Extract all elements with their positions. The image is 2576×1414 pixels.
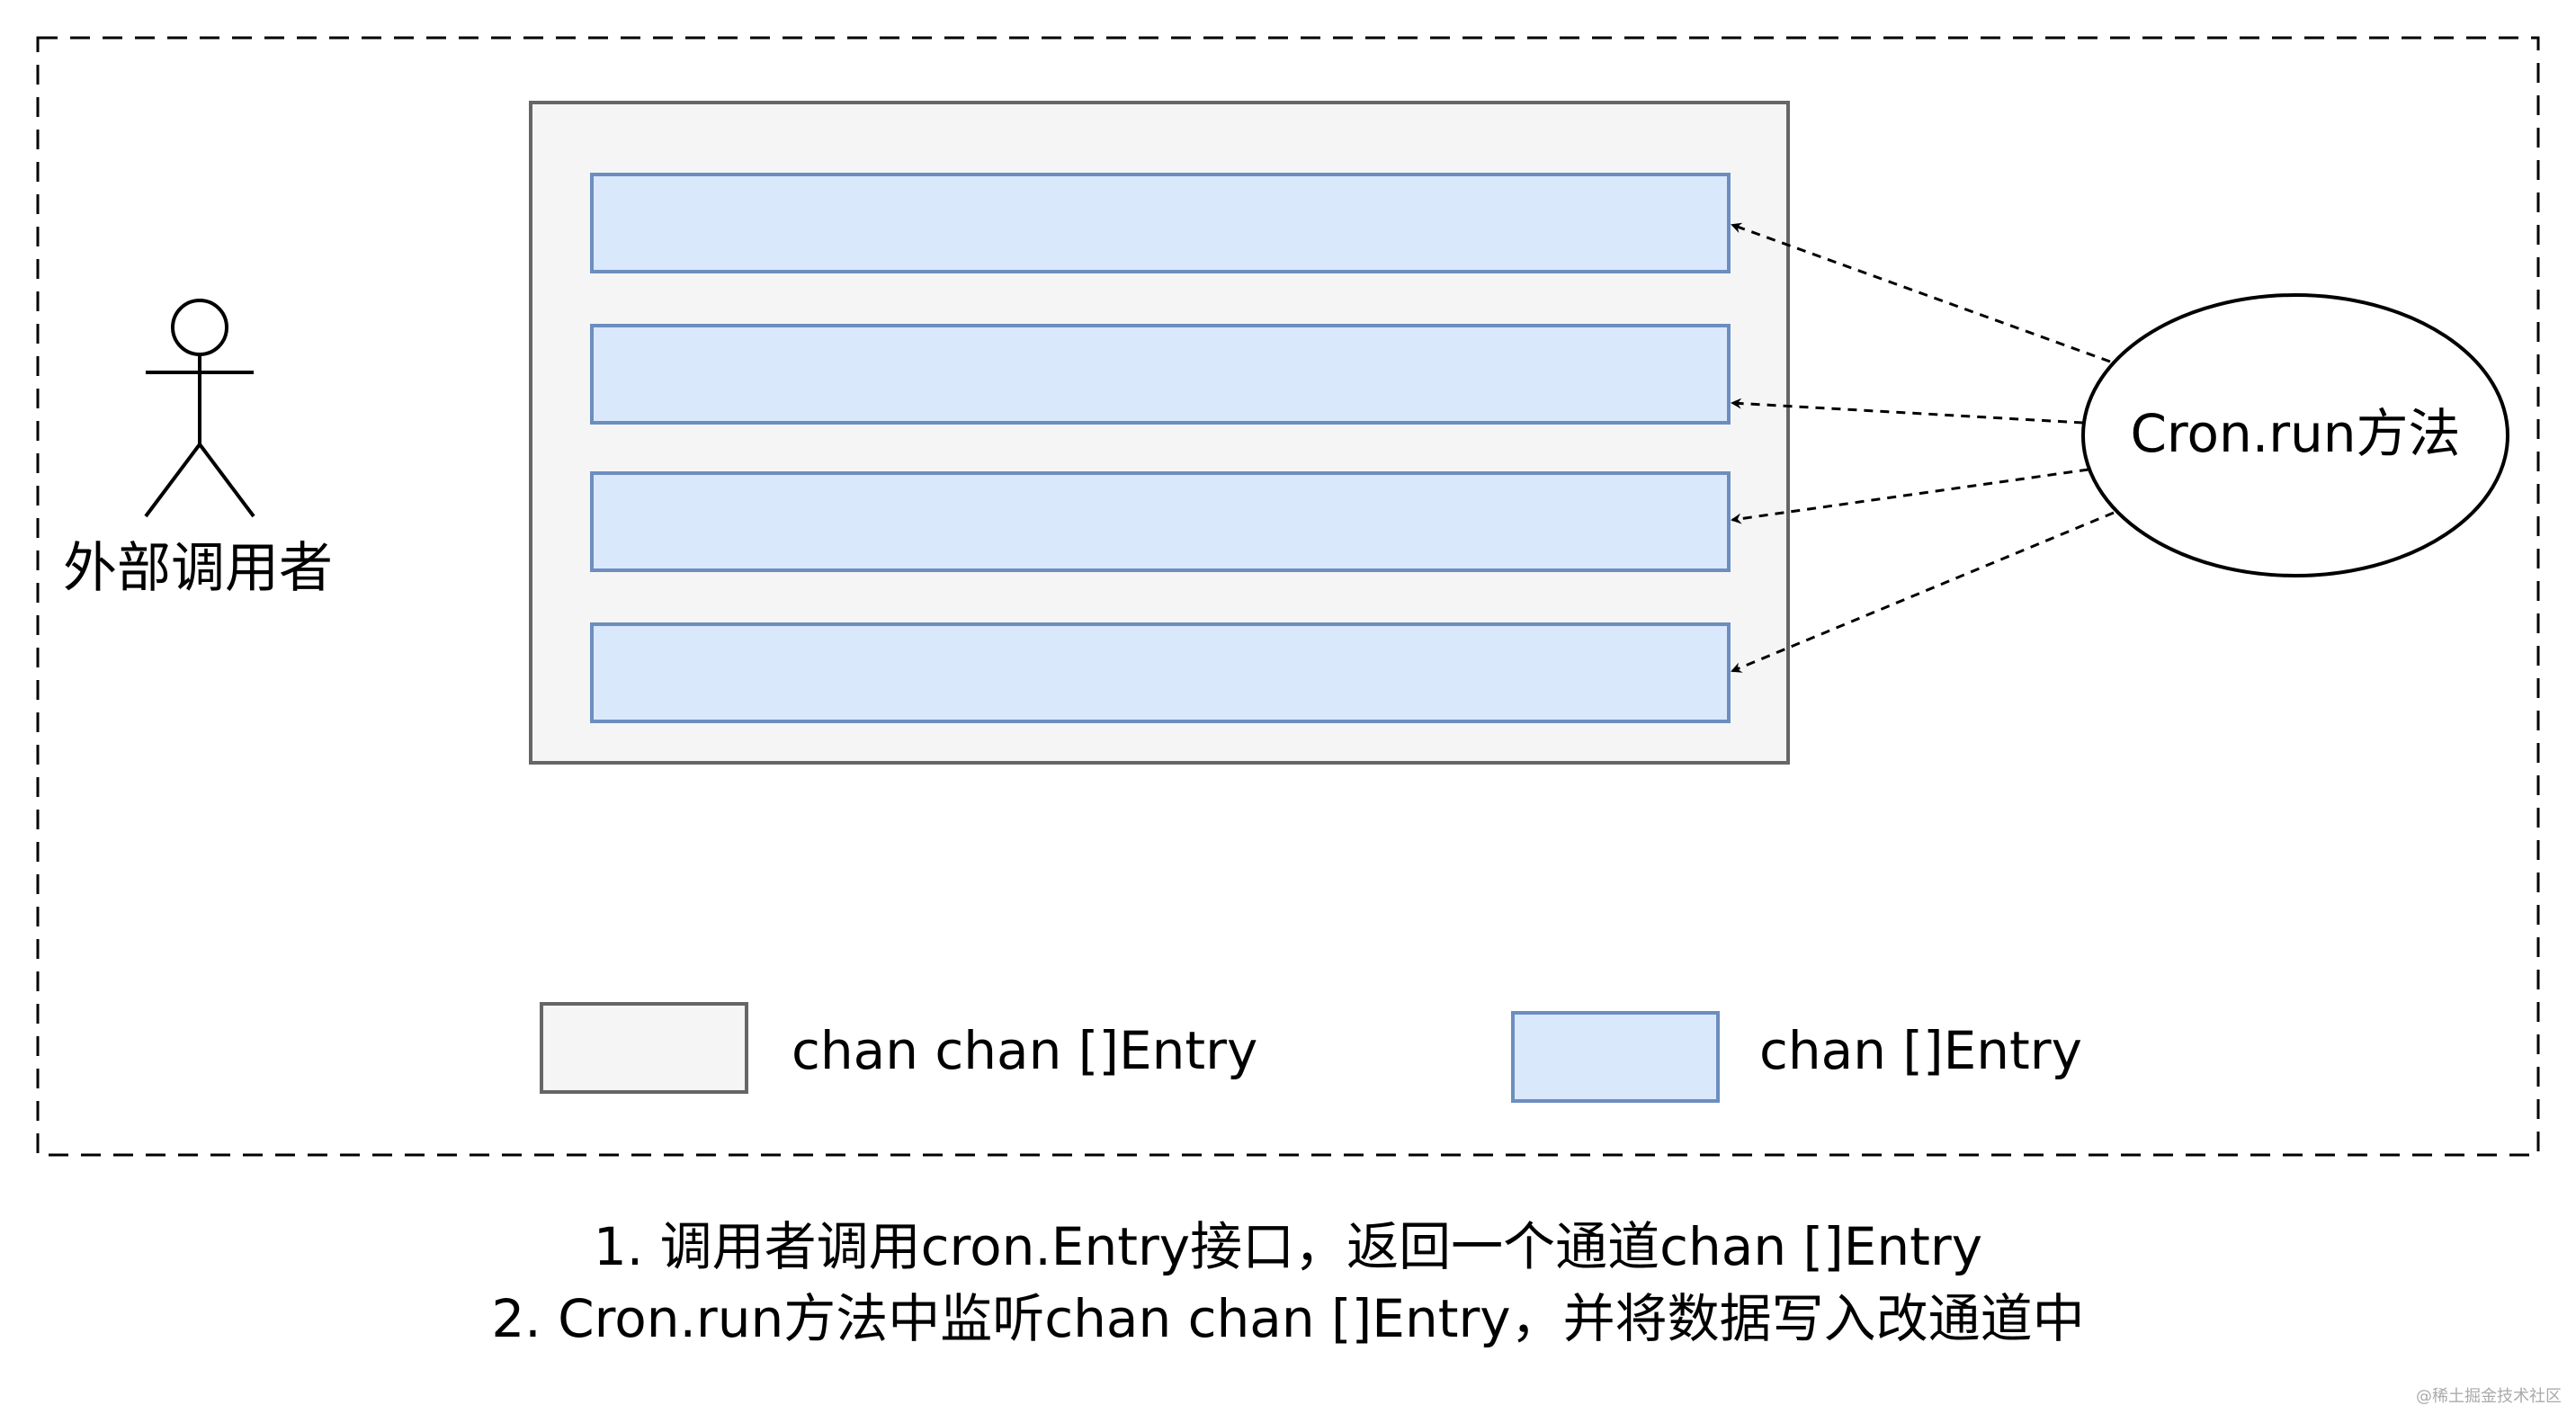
arrow-to-inner-channel-2	[1731, 398, 2084, 425]
watermark-text: @稀土掘金技术社区	[2416, 1387, 2562, 1406]
inner-channel-2	[590, 324, 1731, 425]
cron-run-method-label: Cron.run方法	[2130, 403, 2460, 464]
note-line-1: 1. 调用者调用cron.Entry接口，返回一个通道chan []Entry	[593, 1216, 1983, 1277]
actor-leg-right	[198, 443, 255, 518]
cron-run-method-node	[2081, 293, 2509, 577]
inner-channel-4	[590, 622, 1731, 723]
inner-channel-1	[590, 173, 1731, 273]
actor-leg-left	[144, 443, 201, 518]
actor-figure	[144, 299, 255, 518]
actor-head	[171, 299, 228, 356]
legend-swatch-outer-channel	[540, 1002, 748, 1094]
legend-swatch-inner-channel	[1511, 1011, 1720, 1103]
system-boundary	[36, 36, 2540, 1157]
legend-label-outer-channel: chan chan []Entry	[792, 1020, 1257, 1081]
arrow-to-inner-channel-4	[1731, 511, 2115, 673]
arrow-to-inner-channel-3	[1731, 468, 2089, 524]
arrow-to-inner-channel-1	[1731, 222, 2111, 363]
legend-label-inner-channel: chan []Entry	[1759, 1020, 2082, 1081]
actor-label: 外部调用者	[63, 537, 333, 600]
note-line-2: 2. Cron.run方法中监听chan chan []Entry，并将数据写入…	[491, 1288, 2085, 1349]
inner-channel-3	[590, 471, 1731, 572]
